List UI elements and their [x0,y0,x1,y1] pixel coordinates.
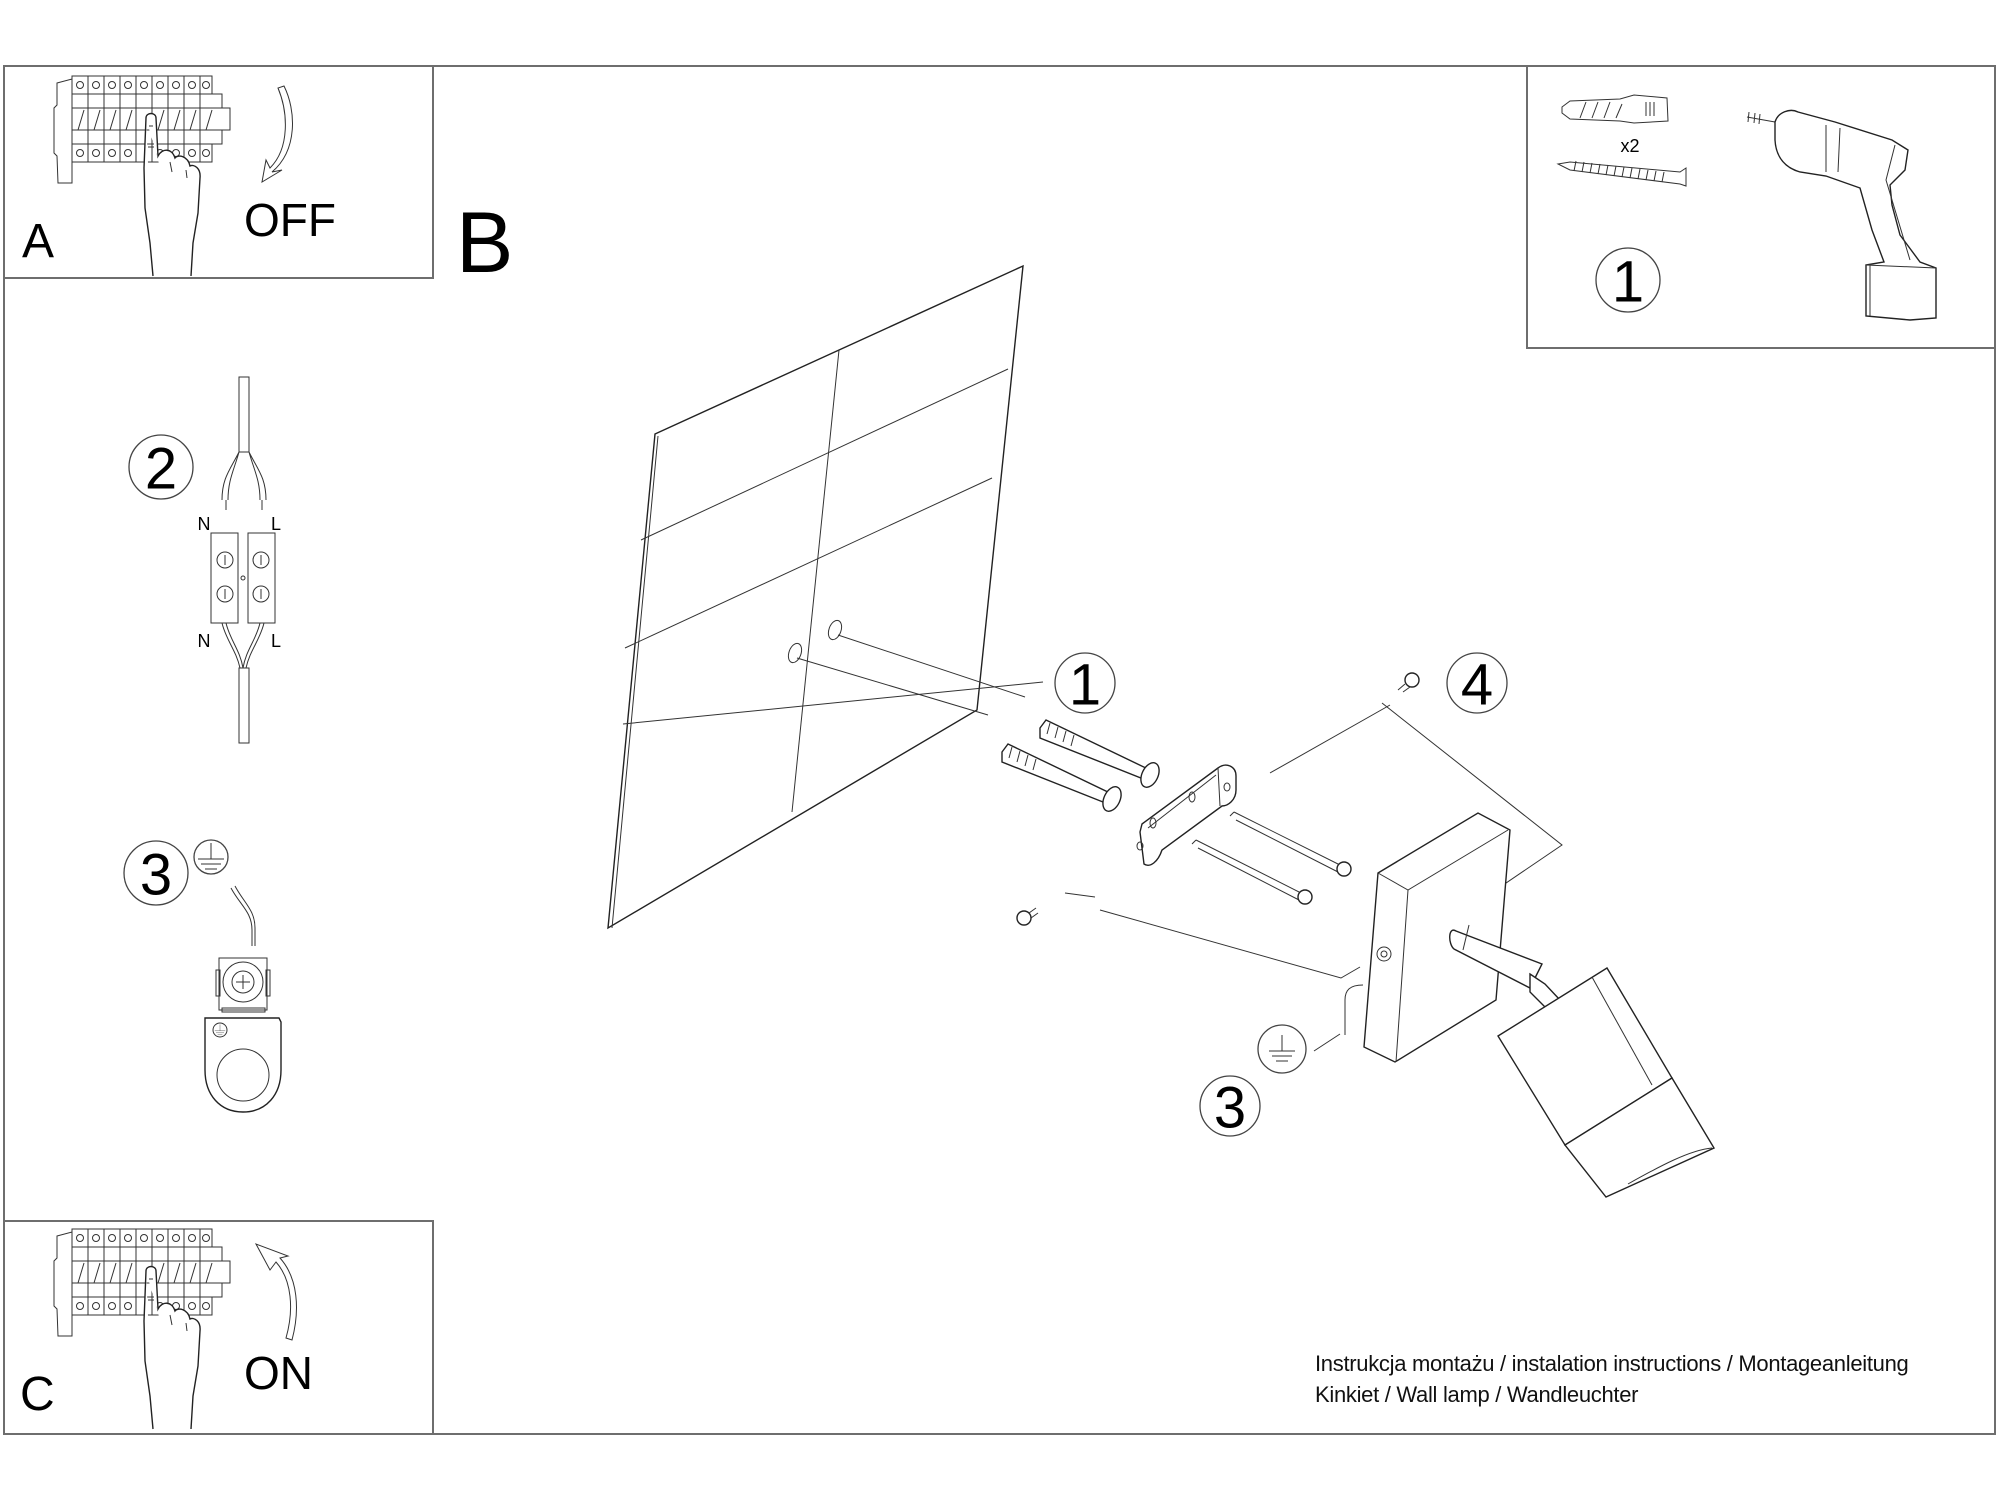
wire-label-l-top: L [271,514,281,534]
wall-icon [607,264,1044,930]
panel-a: A OFF [22,75,336,277]
quantity-label: x2 [1620,136,1639,156]
arrow-up-icon [254,1243,297,1341]
panel-a-frame [3,65,434,279]
wiring-diagram: 2 N L N L [128,376,281,744]
assembly-callout-1 [1054,652,1116,714]
wall-canopy-icon [1363,812,1511,1063]
step-2-number: 2 [145,437,177,502]
ground-wire [1344,984,1364,1035]
spotlight-icon [1449,924,1716,1198]
document-footer: Instrukcja montażu / instalation instruc… [1315,1348,1909,1410]
assembly-callout-4 [1446,652,1508,714]
step-2-badge [128,434,194,500]
assembly-callout-3-number: 3 [1214,1076,1246,1141]
tools-panel: x2 1 [1556,94,1937,321]
panel-c: C ON [20,1228,313,1430]
step-1-number: 1 [1612,250,1644,315]
wire-label-l-bottom: L [271,631,281,651]
panel-b-letter: B [456,195,513,291]
circuit-breaker-on-icon [53,1228,231,1430]
wall-plug-icon [1001,719,1160,812]
assembly-diagram: 1 4 [607,264,1716,1198]
panel-a-letter: A [22,215,54,268]
ground-terminal-icon [204,957,282,1113]
screw-icon [1556,160,1687,187]
tools-panel-frame [1526,65,1996,349]
step-3-number: 3 [140,843,172,908]
drill-icon [1746,109,1937,321]
wall-plug-icon [1561,94,1669,124]
step-3-badge [123,840,189,906]
assembly-callout-4-number: 4 [1461,653,1493,718]
footer-subtitle: Kinkiet / Wall lamp / Wandleuchter [1315,1382,1639,1407]
off-label: OFF [244,194,336,246]
assembly-callout-3 [1199,1075,1261,1137]
screw-icon [1191,811,1352,905]
wire-label-n-bottom: N [198,631,211,651]
on-label: ON [244,1347,313,1399]
wire-label-n-top: N [198,514,211,534]
small-screw-icon [1016,672,1420,926]
panel-c-frame [3,1220,434,1435]
drill-hole-icon [787,619,843,664]
terminal-block-icon [210,532,276,624]
arrow-down-icon [261,85,293,183]
outer-frame [3,65,1996,1435]
mounting-bracket-icon [1136,764,1237,866]
grounding-diagram: 3 [123,839,282,1113]
step-1-badge [1595,247,1661,313]
assembly-callout-1-number: 1 [1069,653,1101,718]
panel-c-letter: C [20,1368,55,1421]
circuit-breaker-off-icon [53,75,231,277]
footer-title: Instrukcja montażu / instalation instruc… [1315,1351,1909,1376]
